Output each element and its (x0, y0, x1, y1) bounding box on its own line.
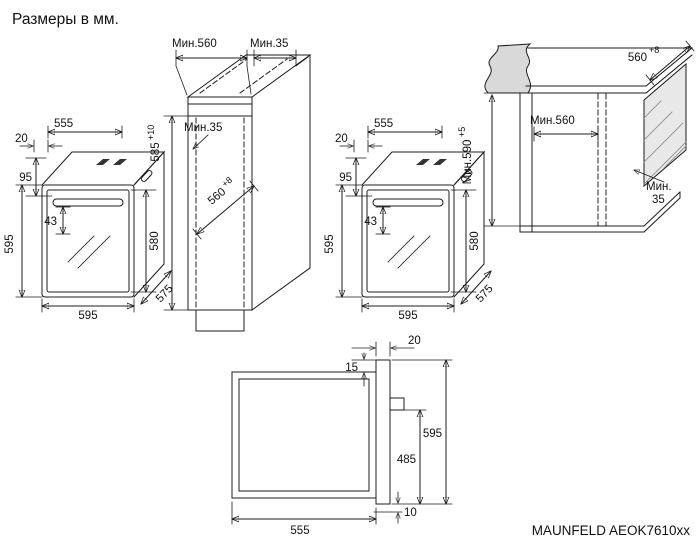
oven-right-dimensions: 555 20 95 595 43 580 595 575 (324, 118, 496, 322)
dim-oven2-top-width-label: 555 (374, 118, 393, 130)
dim-depth-label: 555 (290, 525, 309, 537)
dim-oven2-height-label: 595 (324, 234, 336, 253)
side-view-drawing (231, 359, 405, 505)
dim-door-thickness-label: 20 (408, 335, 421, 347)
dim-oven-offset20-label: 20 (15, 133, 28, 145)
dim-undercounter-height-tolerance: +5 (457, 127, 467, 137)
dim-counter-depth-label: 560 (628, 52, 647, 64)
dim-niche-depth-label: 560 (206, 186, 228, 208)
dim-oven-door-height-label: 580 (149, 231, 161, 250)
dim-handle-height-label: 485 (397, 454, 416, 466)
dim-oven2-handle-gap-label: 43 (364, 216, 377, 228)
dim-min35-shelf-label: Мин.35 (184, 122, 222, 134)
dim-counter-depth-tolerance: +8 (649, 45, 659, 55)
dim-undercounter-depth-label: Мин.560 (530, 115, 575, 127)
dim-niche-depth-tolerance: +8 (220, 175, 234, 189)
dim-total-height-label: 595 (423, 428, 442, 440)
dim-oven2-width-label: 595 (398, 310, 417, 322)
dim-oven2-offset20-label: 20 (335, 133, 348, 145)
tall-cabinet-dimensions: Мин.560 Мин.35 585 +10 Мин.35 560 +8 (146, 38, 309, 311)
tall-cabinet-drawing (186, 54, 312, 332)
side-view-dimensions: 20 15 595 485 10 555 (231, 335, 453, 537)
page-title: Размеры в мм. (12, 11, 119, 28)
dim-oven-front-top-label: 95 (19, 172, 32, 184)
dim-bottom-gap-label: 10 (404, 507, 417, 519)
dim-oven-handle-gap-label: 43 (44, 216, 57, 228)
dim-niche-height-tolerance: +10 (146, 125, 156, 140)
dim-oven-height-label: 595 (4, 234, 16, 253)
dim-min560-top-label: Мин.560 (172, 38, 217, 50)
model-number: MAUNFELD AEOK7610xx (532, 523, 691, 538)
dim-oven2-door-height-label: 580 (469, 231, 481, 250)
dim-min35-top-label: Мин.35 (250, 38, 288, 50)
oven-right-drawing (361, 150, 486, 298)
dim-oven-width-label: 595 (78, 310, 97, 322)
dim-oven2-front-top-label: 95 (339, 172, 352, 184)
dim-oven-top-width-label: 555 (54, 118, 73, 130)
dim-min35-wall-label-line1: Мин. (646, 181, 672, 193)
under-counter-drawing (484, 43, 693, 233)
dim-top-offset-label: 15 (345, 362, 358, 374)
dim-min35-wall-label-line2: 35 (652, 194, 665, 206)
